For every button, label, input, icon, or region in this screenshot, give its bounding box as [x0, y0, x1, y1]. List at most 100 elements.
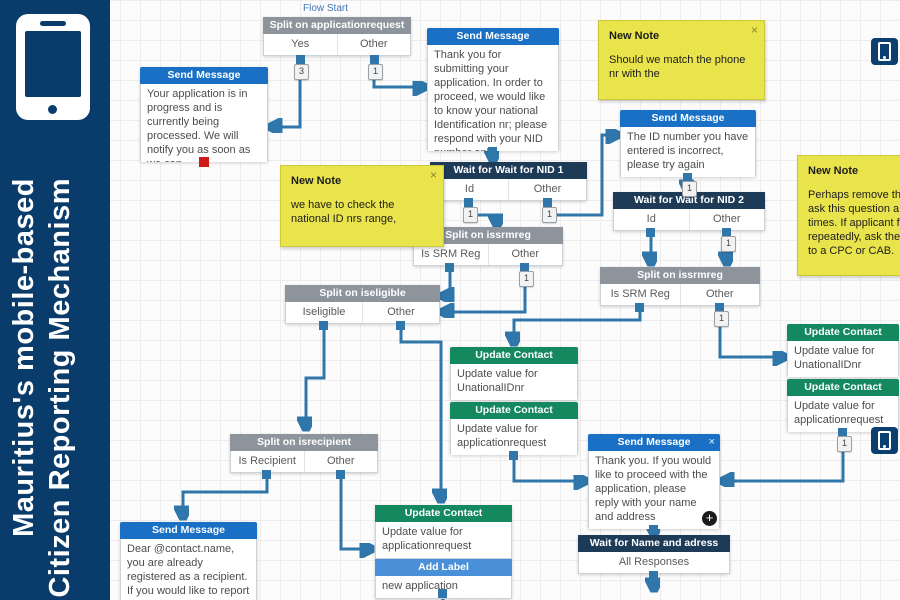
exit-port[interactable] — [488, 147, 497, 156]
action-body-text[interactable]: Your application is in progress and is c… — [140, 84, 268, 162]
node-title[interactable]: Split on iseligible — [285, 285, 440, 302]
exit-port[interactable] — [438, 589, 447, 598]
category-exit[interactable]: All Responses — [618, 556, 690, 568]
action-body-text[interactable]: Update value for applicationrequest — [787, 396, 899, 432]
node-send-message[interactable]: Send Message×Thank you. If you would lik… — [588, 434, 720, 529]
action-body-text[interactable]: Update value for UnationalIDnr — [787, 341, 899, 377]
exit-port[interactable] — [635, 303, 644, 312]
simulator-button[interactable] — [871, 38, 898, 65]
exit-port[interactable] — [646, 228, 655, 237]
action-title[interactable]: Send Message — [120, 522, 257, 539]
action-body-text[interactable]: Update value for applicationrequest — [450, 419, 578, 455]
action-body-text[interactable]: Update value for applicationrequest — [375, 522, 512, 559]
category-exit[interactable]: Other — [705, 288, 734, 300]
category-exit[interactable]: Is SRM Reg — [414, 244, 489, 265]
category-exit[interactable]: Id — [614, 209, 690, 230]
category-exit[interactable]: Other — [533, 183, 562, 195]
exit-port[interactable] — [543, 198, 552, 207]
node-title[interactable]: Wait for Wait for NID 2 — [613, 192, 765, 209]
action-body-text[interactable]: Dear @contact.name, you are already regi… — [120, 539, 257, 600]
exit-port[interactable] — [464, 198, 473, 207]
category-exit[interactable]: Other — [712, 213, 741, 225]
exit-port[interactable] — [520, 263, 529, 272]
exit-port[interactable] — [683, 173, 692, 182]
exit-port[interactable] — [649, 571, 658, 580]
node-title[interactable]: Wait for Wait for NID 1 — [430, 162, 587, 179]
action-body-text[interactable]: Update value for UnationalIDnr — [450, 364, 578, 400]
close-icon[interactable]: × — [750, 23, 758, 37]
revision-badge: 1 — [463, 207, 478, 223]
exit-port[interactable] — [649, 525, 658, 534]
category-exit[interactable]: Other — [359, 38, 388, 50]
node-title[interactable]: Wait for Name and adress — [578, 535, 730, 552]
category-exit[interactable]: Is SRM Reg — [601, 284, 681, 305]
action-title[interactable]: Update Contact — [787, 379, 899, 396]
action-body-text[interactable]: Thank you for submitting your applicatio… — [427, 45, 559, 151]
action-title[interactable]: Send Message — [140, 67, 268, 84]
action-title[interactable]: Update Contact — [787, 324, 899, 341]
exit-port[interactable] — [715, 303, 724, 312]
category-exit[interactable]: Iseligible — [286, 302, 363, 323]
category-exit[interactable]: Other — [387, 306, 415, 318]
exit-categories: Yes Other — [263, 34, 411, 56]
add-action-button[interactable]: + — [702, 511, 717, 526]
category-exit[interactable]: Other — [511, 248, 539, 260]
close-icon[interactable]: × — [429, 168, 437, 182]
close-icon[interactable]: × — [708, 436, 715, 448]
app-logo-phone-icon — [16, 14, 90, 120]
note-title: New Note — [291, 175, 342, 187]
simulator-button[interactable] — [871, 427, 898, 454]
action-body-text[interactable]: The ID number you have entered is incorr… — [620, 127, 756, 177]
action-title[interactable]: Update Contact — [450, 402, 578, 419]
category-exit[interactable]: Is Recipient — [231, 451, 305, 472]
connector — [183, 475, 269, 516]
exit-port[interactable] — [296, 55, 305, 64]
exit-port[interactable] — [336, 470, 345, 479]
node-title[interactable]: Split on issrmreg — [413, 227, 563, 244]
exit-port[interactable] — [370, 55, 379, 64]
action-title[interactable]: Update Contact — [450, 347, 578, 364]
exit-port[interactable] — [319, 321, 328, 330]
action-title[interactable]: Send Message — [427, 28, 559, 45]
action-title[interactable]: Add Label — [375, 559, 512, 576]
action-title[interactable]: Send Message× — [588, 434, 720, 451]
action-body-text[interactable]: Thank you. If you would like to proceed … — [588, 451, 720, 529]
exit-port[interactable] — [445, 263, 454, 272]
exit-port[interactable] — [722, 228, 731, 237]
category-exit[interactable]: Id — [431, 179, 509, 200]
exit-port[interactable] — [396, 321, 405, 330]
node-title[interactable]: Split on applicationrequest — [263, 17, 411, 34]
category-exit[interactable]: Yes — [264, 34, 338, 55]
exit-categories: Iseligible Other — [285, 302, 440, 324]
action-title[interactable]: Send Message — [620, 110, 756, 127]
node-title[interactable]: Split on issrmreg — [600, 267, 760, 284]
exit-port[interactable] — [262, 470, 271, 479]
category-exit[interactable]: Other — [326, 455, 355, 467]
action-title[interactable]: Update Contact — [375, 505, 512, 522]
exit-port[interactable] — [509, 451, 518, 460]
phone-home-dot-icon — [48, 105, 57, 114]
exit-port[interactable] — [838, 428, 847, 437]
note-title: New Note — [808, 165, 859, 177]
node-title[interactable]: Split on isrecipient — [230, 434, 378, 451]
